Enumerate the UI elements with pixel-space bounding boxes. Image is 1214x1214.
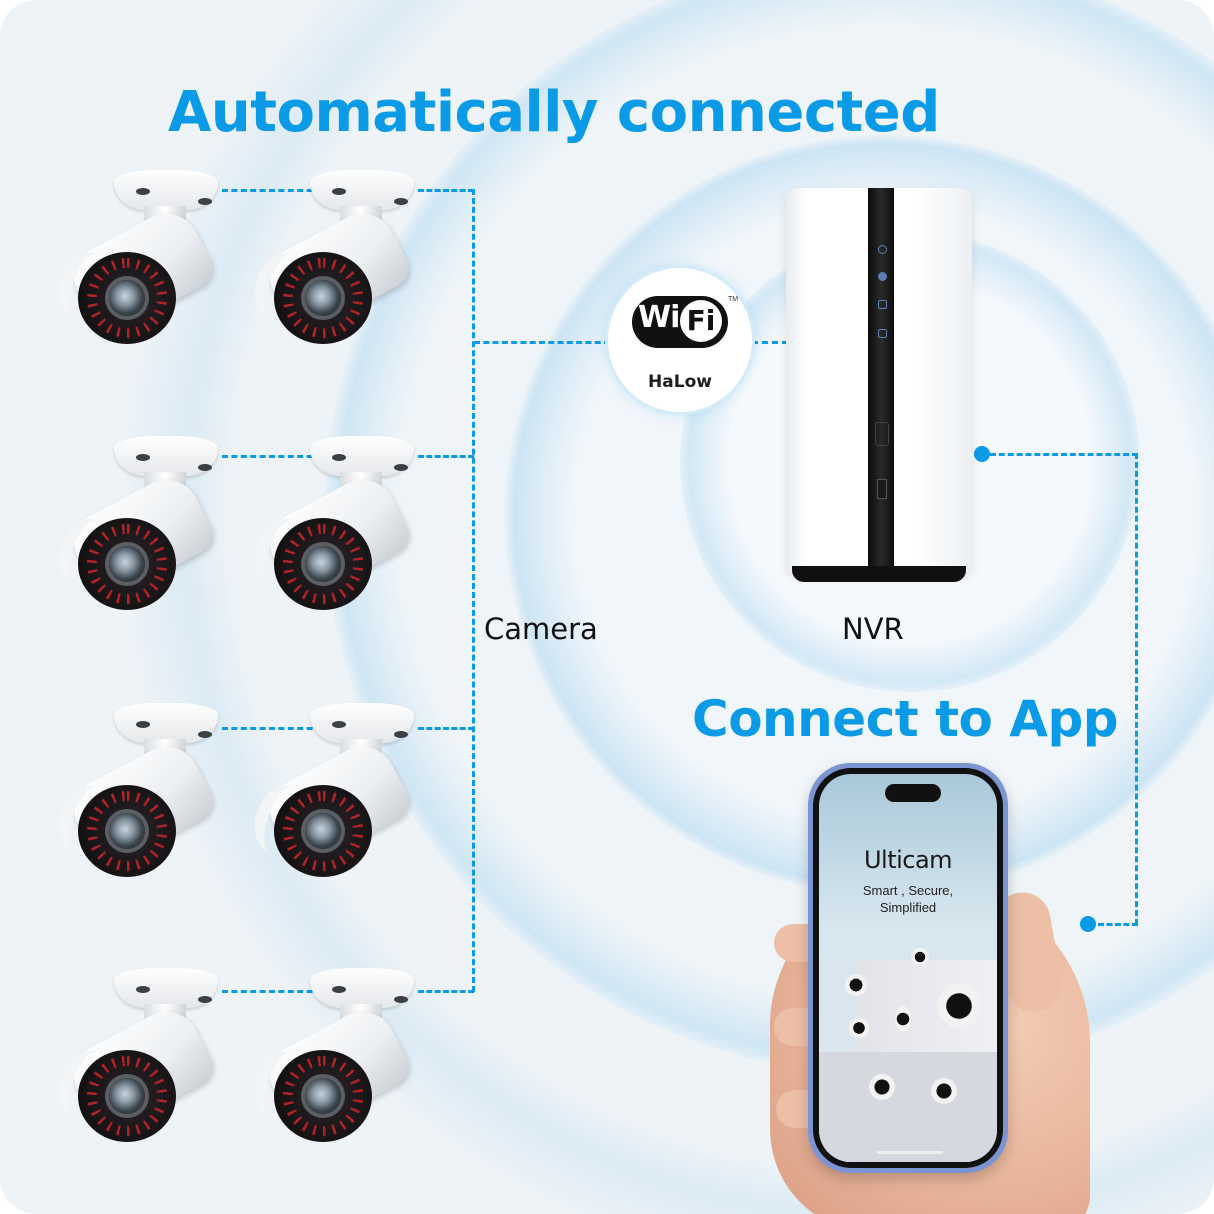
nvr-button xyxy=(875,422,889,446)
wifi-standard-label: HaLow xyxy=(648,372,712,392)
connector-row1-trunk xyxy=(418,189,474,192)
connector-nvr-app-vertical xyxy=(1135,453,1138,925)
camera-3 xyxy=(49,436,221,611)
connector-camera-trunk xyxy=(472,189,475,992)
connector-trunk-to-wifi xyxy=(474,341,610,344)
headline-connect-to-app: Connect to App xyxy=(692,690,1119,748)
wifi-logo-wi: Wi xyxy=(638,300,680,335)
camera-1 xyxy=(49,170,221,345)
connector-row2-pair xyxy=(222,455,322,458)
connector-row1-pair xyxy=(222,189,322,192)
camera-7 xyxy=(49,968,221,1143)
wifi-halow-badge: Wi Fi TM HaLow xyxy=(608,268,752,412)
connector-row2-trunk xyxy=(418,455,474,458)
headline-automatically-connected: Automatically connected xyxy=(168,80,940,145)
camera-label: Camera xyxy=(484,612,598,646)
connector-row4-trunk xyxy=(418,990,474,993)
camera-lens-icon xyxy=(109,813,145,849)
doorbell-camera-icon xyxy=(895,1006,911,1032)
disk1-led-icon xyxy=(878,300,887,309)
tagline-line-2: Simplified xyxy=(879,900,937,915)
connector-row3-trunk xyxy=(418,727,474,730)
bullet-camera-icon xyxy=(911,948,929,966)
nvr-label: NVR xyxy=(842,612,904,646)
dome-camera-icon xyxy=(937,984,981,1028)
wall-camera-icon xyxy=(869,1074,895,1100)
camera-8 xyxy=(245,968,417,1143)
camera-6 xyxy=(245,703,417,878)
usb-port-icon xyxy=(877,479,887,499)
camera-lens-icon xyxy=(305,813,341,849)
camera-lens-icon xyxy=(305,1078,341,1114)
app-tagline: Smart , Secure, Simplified xyxy=(819,882,997,916)
connector-row4-pair xyxy=(222,990,322,993)
connector-row3-pair xyxy=(222,727,322,730)
camera-2 xyxy=(245,170,417,345)
disk2-led-icon xyxy=(878,329,887,338)
tagline-line-1: Smart , Secure, xyxy=(862,883,954,898)
mini-camera-icon xyxy=(845,974,867,996)
connector-wifi-to-nvr xyxy=(752,341,788,344)
home-indicator xyxy=(877,1151,943,1154)
trademark-mark: TM xyxy=(728,296,739,303)
app-splash-screen: Ulticam Smart , Secure, Simplified xyxy=(819,774,997,1162)
camera-lens-icon xyxy=(109,546,145,582)
camera-lens-icon xyxy=(109,1078,145,1114)
mini-camera-icon xyxy=(849,1018,869,1038)
product-display-floor xyxy=(819,1052,997,1162)
app-connector-dot xyxy=(1080,916,1096,932)
camera-lens-icon xyxy=(305,546,341,582)
power-icon xyxy=(878,245,887,254)
camera-4 xyxy=(245,436,417,611)
floodlight-camera-icon xyxy=(931,1078,957,1104)
nvr-connector-dot xyxy=(974,446,990,462)
app-brand-logo: Ulticam xyxy=(863,846,953,874)
connector-app-left xyxy=(1098,923,1138,926)
nvr-device xyxy=(786,188,972,582)
camera-lens-icon xyxy=(109,280,145,316)
dynamic-island xyxy=(885,784,941,802)
smartphone: Ulticam Smart , Secure, Simplified xyxy=(808,763,1008,1173)
wifi-logo-icon: Wi Fi xyxy=(632,296,728,348)
status-led-icon xyxy=(878,272,887,281)
camera-lens-icon xyxy=(305,280,341,316)
camera-5 xyxy=(49,703,221,878)
wifi-logo-fi: Fi xyxy=(680,300,722,342)
connector-nvr-right xyxy=(990,453,1138,456)
